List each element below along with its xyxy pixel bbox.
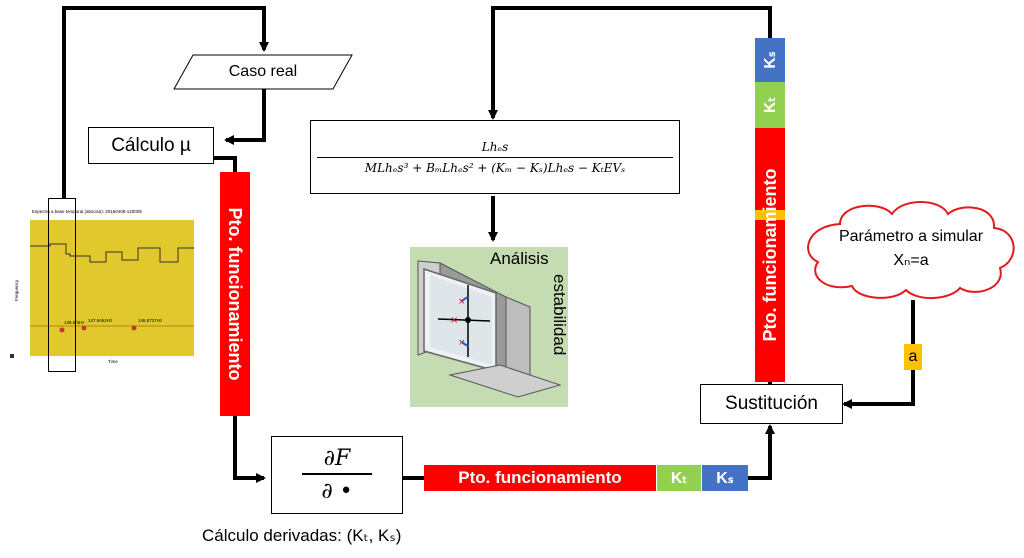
analisis-estabilidad-panel: × × × Análisis estabilidad <box>410 247 569 407</box>
pto-funcionamiento-right: Pto. funcionamiento <box>755 128 785 382</box>
arrow-calculo-to-pto <box>213 156 237 172</box>
kt-tag-vertical-text: Kₜ <box>762 96 779 114</box>
spectrogram-y-label: Frequency <box>14 279 20 302</box>
arrow-cloud-to-sustitucion <box>842 300 915 409</box>
estabilidad-label: estabilidad <box>550 274 569 356</box>
arrow-pto-to-sustitucion <box>748 424 775 480</box>
analisis-label: Análisis <box>490 249 549 268</box>
spectrogram-x-label: Time <box>108 359 118 364</box>
fraction-bar <box>317 156 673 158</box>
cloud-shape <box>807 201 1015 300</box>
pto-funcionamiento-left-text: Pto. funcionamiento <box>225 207 246 381</box>
sustitucion-label: Sustitución <box>725 393 818 414</box>
spectrogram-window <box>48 198 76 372</box>
spectrogram-title: Espectro a base temporal (abscisa): 2016… <box>32 209 142 214</box>
derivative-denominator: ∂ • <box>321 478 353 504</box>
calculo-mu-node: Cálculo µ <box>88 127 214 164</box>
parametro-cloud: Parámetro a simular Xₙ=a <box>800 196 1022 302</box>
ks-tag-vertical: Kₛ <box>755 38 785 82</box>
sustitucion-node: Sustitución <box>700 384 843 424</box>
ks-tag-vertical-text: Kₛ <box>762 51 779 69</box>
derivative-bar <box>302 473 372 475</box>
derivative-box: ∂F ∂ • <box>271 436 403 514</box>
caso-real-label: Caso real <box>228 63 298 80</box>
derivative-caption: Cálculo derivadas: (Kₜ, Kₛ) <box>202 526 402 545</box>
kt-tag-vertical: Kₜ <box>755 82 785 128</box>
pto-funcionamiento-left: Pto. funcionamiento <box>220 172 250 416</box>
spectrogram-annotation-2: 147.9462Hz <box>88 318 113 323</box>
transfer-denominator: MLhₑs³ + BₘLhₑs² + (Kₘ − Kₛ)Lhₑs − KₜEVₛ <box>364 160 626 175</box>
pto-funcionamiento-horizontal: Pto. funcionamiento <box>424 465 656 491</box>
svg-text:×: × <box>458 297 466 307</box>
spectrogram-plot <box>10 208 206 368</box>
derivative-numerator: ∂F <box>323 446 351 472</box>
arrow-caso-to-calculo <box>224 88 266 145</box>
kt-tag-horizontal: Kₜ <box>657 465 701 491</box>
ks-tag-horizontal: Kₛ <box>702 465 748 491</box>
cloud-line-1: Parámetro a simular <box>838 228 984 245</box>
pto-funcionamiento-right-text: Pto. funcionamiento <box>759 168 780 342</box>
transfer-function-box: Lhₑs MLhₑs³ + BₘLhₑs² + (Kₘ − Kₛ)Lhₑs − … <box>310 120 680 194</box>
monitor-illustration: × × × <box>417 260 562 398</box>
spectrogram-annotation-1: 138.5/4Hz <box>64 320 85 325</box>
arrow-pto-to-derivada <box>233 416 266 483</box>
svg-text:×: × <box>450 315 458 326</box>
transfer-numerator: Lhₑs <box>481 139 509 154</box>
arrow-top-to-transfer <box>488 6 772 120</box>
spectrogram-thumbnail: Espectro a base temporal (abscisa): 2016… <box>10 198 206 372</box>
orange-marker <box>755 210 785 220</box>
cloud-line-2: Xₙ=a <box>893 252 929 269</box>
calculo-mu-label: Cálculo µ <box>111 134 191 156</box>
arrow-spectro-to-caso <box>62 6 269 198</box>
param-a-tag: a <box>904 344 922 370</box>
parallelogram-shape <box>173 54 353 90</box>
caso-real-node: Caso real <box>173 54 353 90</box>
spectrogram-annotation-3: 146.8737Hz <box>138 318 163 323</box>
